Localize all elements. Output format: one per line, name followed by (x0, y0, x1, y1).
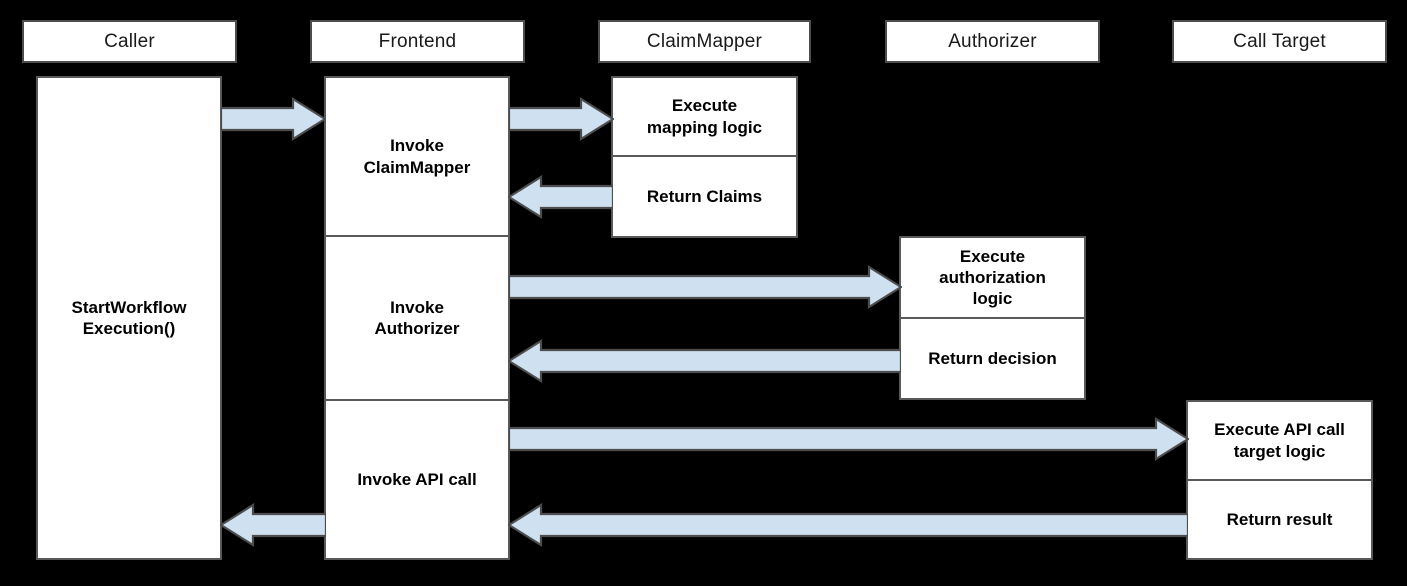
message-arrow-calltarget-to-frontend (508, 503, 1188, 547)
activation-label: Return decision (928, 348, 1057, 368)
activation-claimmapper-execute-mapping: Execute mapping logic (611, 76, 798, 156)
activation-caller-main: StartWorkflow Execution() (36, 76, 222, 560)
activation-label: Return Claims (646, 186, 763, 206)
lifeline-header-calltarget: Call Target (1172, 20, 1387, 63)
message-arrow-frontend-to-caller (220, 503, 326, 547)
activation-label: Execute authorization logic (939, 246, 1046, 309)
activation-label: StartWorkflow Execution() (71, 297, 187, 338)
message-arrow-caller-to-frontend (221, 97, 326, 141)
activation-label: Execute API call target logic (1214, 420, 1345, 461)
activation-frontend-invoke-claimmapper: Invoke ClaimMapper (324, 76, 510, 236)
lifeline-header-authorizer: Authorizer (885, 20, 1100, 63)
activation-calltarget-return-result: Return result (1186, 480, 1373, 560)
activation-authorizer-execute-authorization: Execute authorization logic (899, 236, 1086, 318)
message-arrow-frontend-to-claimmapper (509, 97, 614, 141)
activation-label: Invoke API call (357, 469, 477, 489)
activation-authorizer-return-decision: Return decision (899, 318, 1086, 400)
lifeline-header-caller: Caller (22, 20, 237, 63)
lifeline-header-frontend: Frontend (310, 20, 525, 63)
activation-label: Execute mapping logic (646, 96, 763, 137)
lifeline-header-label: Call Target (1233, 30, 1326, 52)
activation-claimmapper-return-claims: Return Claims (611, 156, 798, 238)
lifeline-header-label: Authorizer (948, 30, 1037, 52)
activation-calltarget-execute-api-call: Execute API call target logic (1186, 400, 1373, 480)
activation-frontend-invoke-api-call: Invoke API call (324, 400, 510, 560)
activation-label: Return result (1226, 509, 1333, 529)
message-arrow-authorizer-to-frontend (508, 339, 901, 383)
lifeline-header-label: ClaimMapper (646, 30, 763, 52)
activation-label: Invoke Authorizer (374, 297, 460, 338)
lifeline-header-label: Caller (104, 30, 155, 52)
message-arrow-frontend-to-authorizer (509, 265, 902, 309)
message-arrow-claimmapper-to-frontend (508, 175, 613, 219)
activation-frontend-invoke-authorizer: Invoke Authorizer (324, 236, 510, 400)
message-arrow-frontend-to-calltarget (509, 417, 1189, 461)
lifeline-header-label: Frontend (378, 30, 457, 52)
lifeline-header-claimmapper: ClaimMapper (598, 20, 811, 63)
activation-label: Invoke ClaimMapper (363, 136, 471, 177)
